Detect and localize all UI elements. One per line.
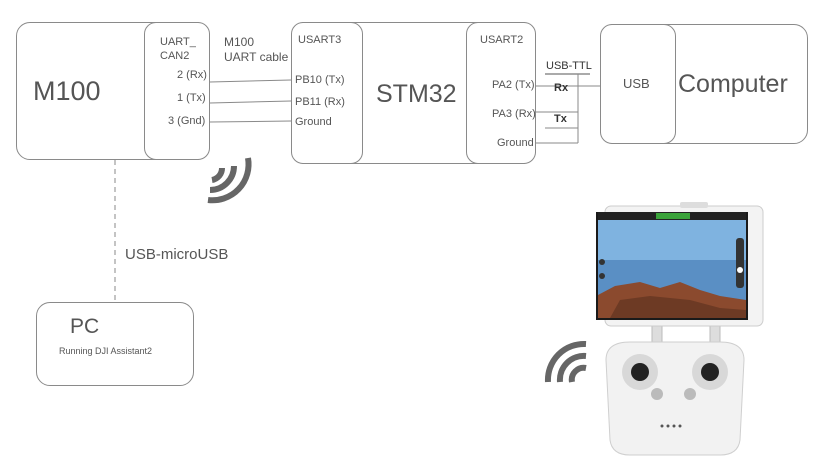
computer-label: Computer: [678, 70, 788, 99]
computer-usb-label: USB: [623, 76, 650, 91]
wire-rx: [210, 80, 291, 82]
wire-tx: [210, 101, 291, 103]
wire-gnd: [210, 121, 291, 122]
m100-pin-rx: 2 (Rx): [177, 69, 207, 81]
pc-sublabel: Running DJI Assistant2: [59, 346, 152, 356]
cable-label-line2: UART cable: [224, 50, 288, 64]
usb-microusb-label: USB-microUSB: [125, 246, 228, 263]
signal-icon: [208, 158, 249, 200]
usart2-pin-pa3: PA3 (Rx): [492, 108, 536, 120]
usb-ttl-rx: Rx: [554, 82, 568, 94]
uart-title-line2: CAN2: [160, 50, 189, 62]
usart3-pin-pb10: PB10 (Tx): [295, 74, 345, 86]
cable-label-line1: M100: [224, 35, 254, 49]
usart2-pin-ground: Ground: [497, 137, 534, 149]
usart2-title: USART2: [480, 34, 523, 46]
controller-signal-icon: [548, 344, 586, 382]
usb-ttl-label: USB-TTL: [546, 60, 592, 72]
stm32-label: STM32: [376, 80, 457, 109]
remote-controller-image: [596, 202, 763, 455]
m100-pin-gnd: 3 (Gnd): [168, 115, 205, 127]
uart-title-line1: UART_: [160, 36, 196, 48]
usart3-title: USART3: [298, 34, 341, 46]
m100-pin-tx: 1 (Tx): [177, 92, 206, 104]
m100-label: M100: [33, 76, 101, 107]
usart2-pin-pa2: PA2 (Tx): [492, 79, 535, 91]
usart3-pin-ground: Ground: [295, 116, 332, 128]
usb-ttl-tx: Tx: [554, 113, 567, 125]
usart3-pin-pb11: PB11 (Rx): [295, 96, 345, 108]
pc-label: PC: [70, 315, 99, 339]
pc-block: [36, 302, 194, 386]
